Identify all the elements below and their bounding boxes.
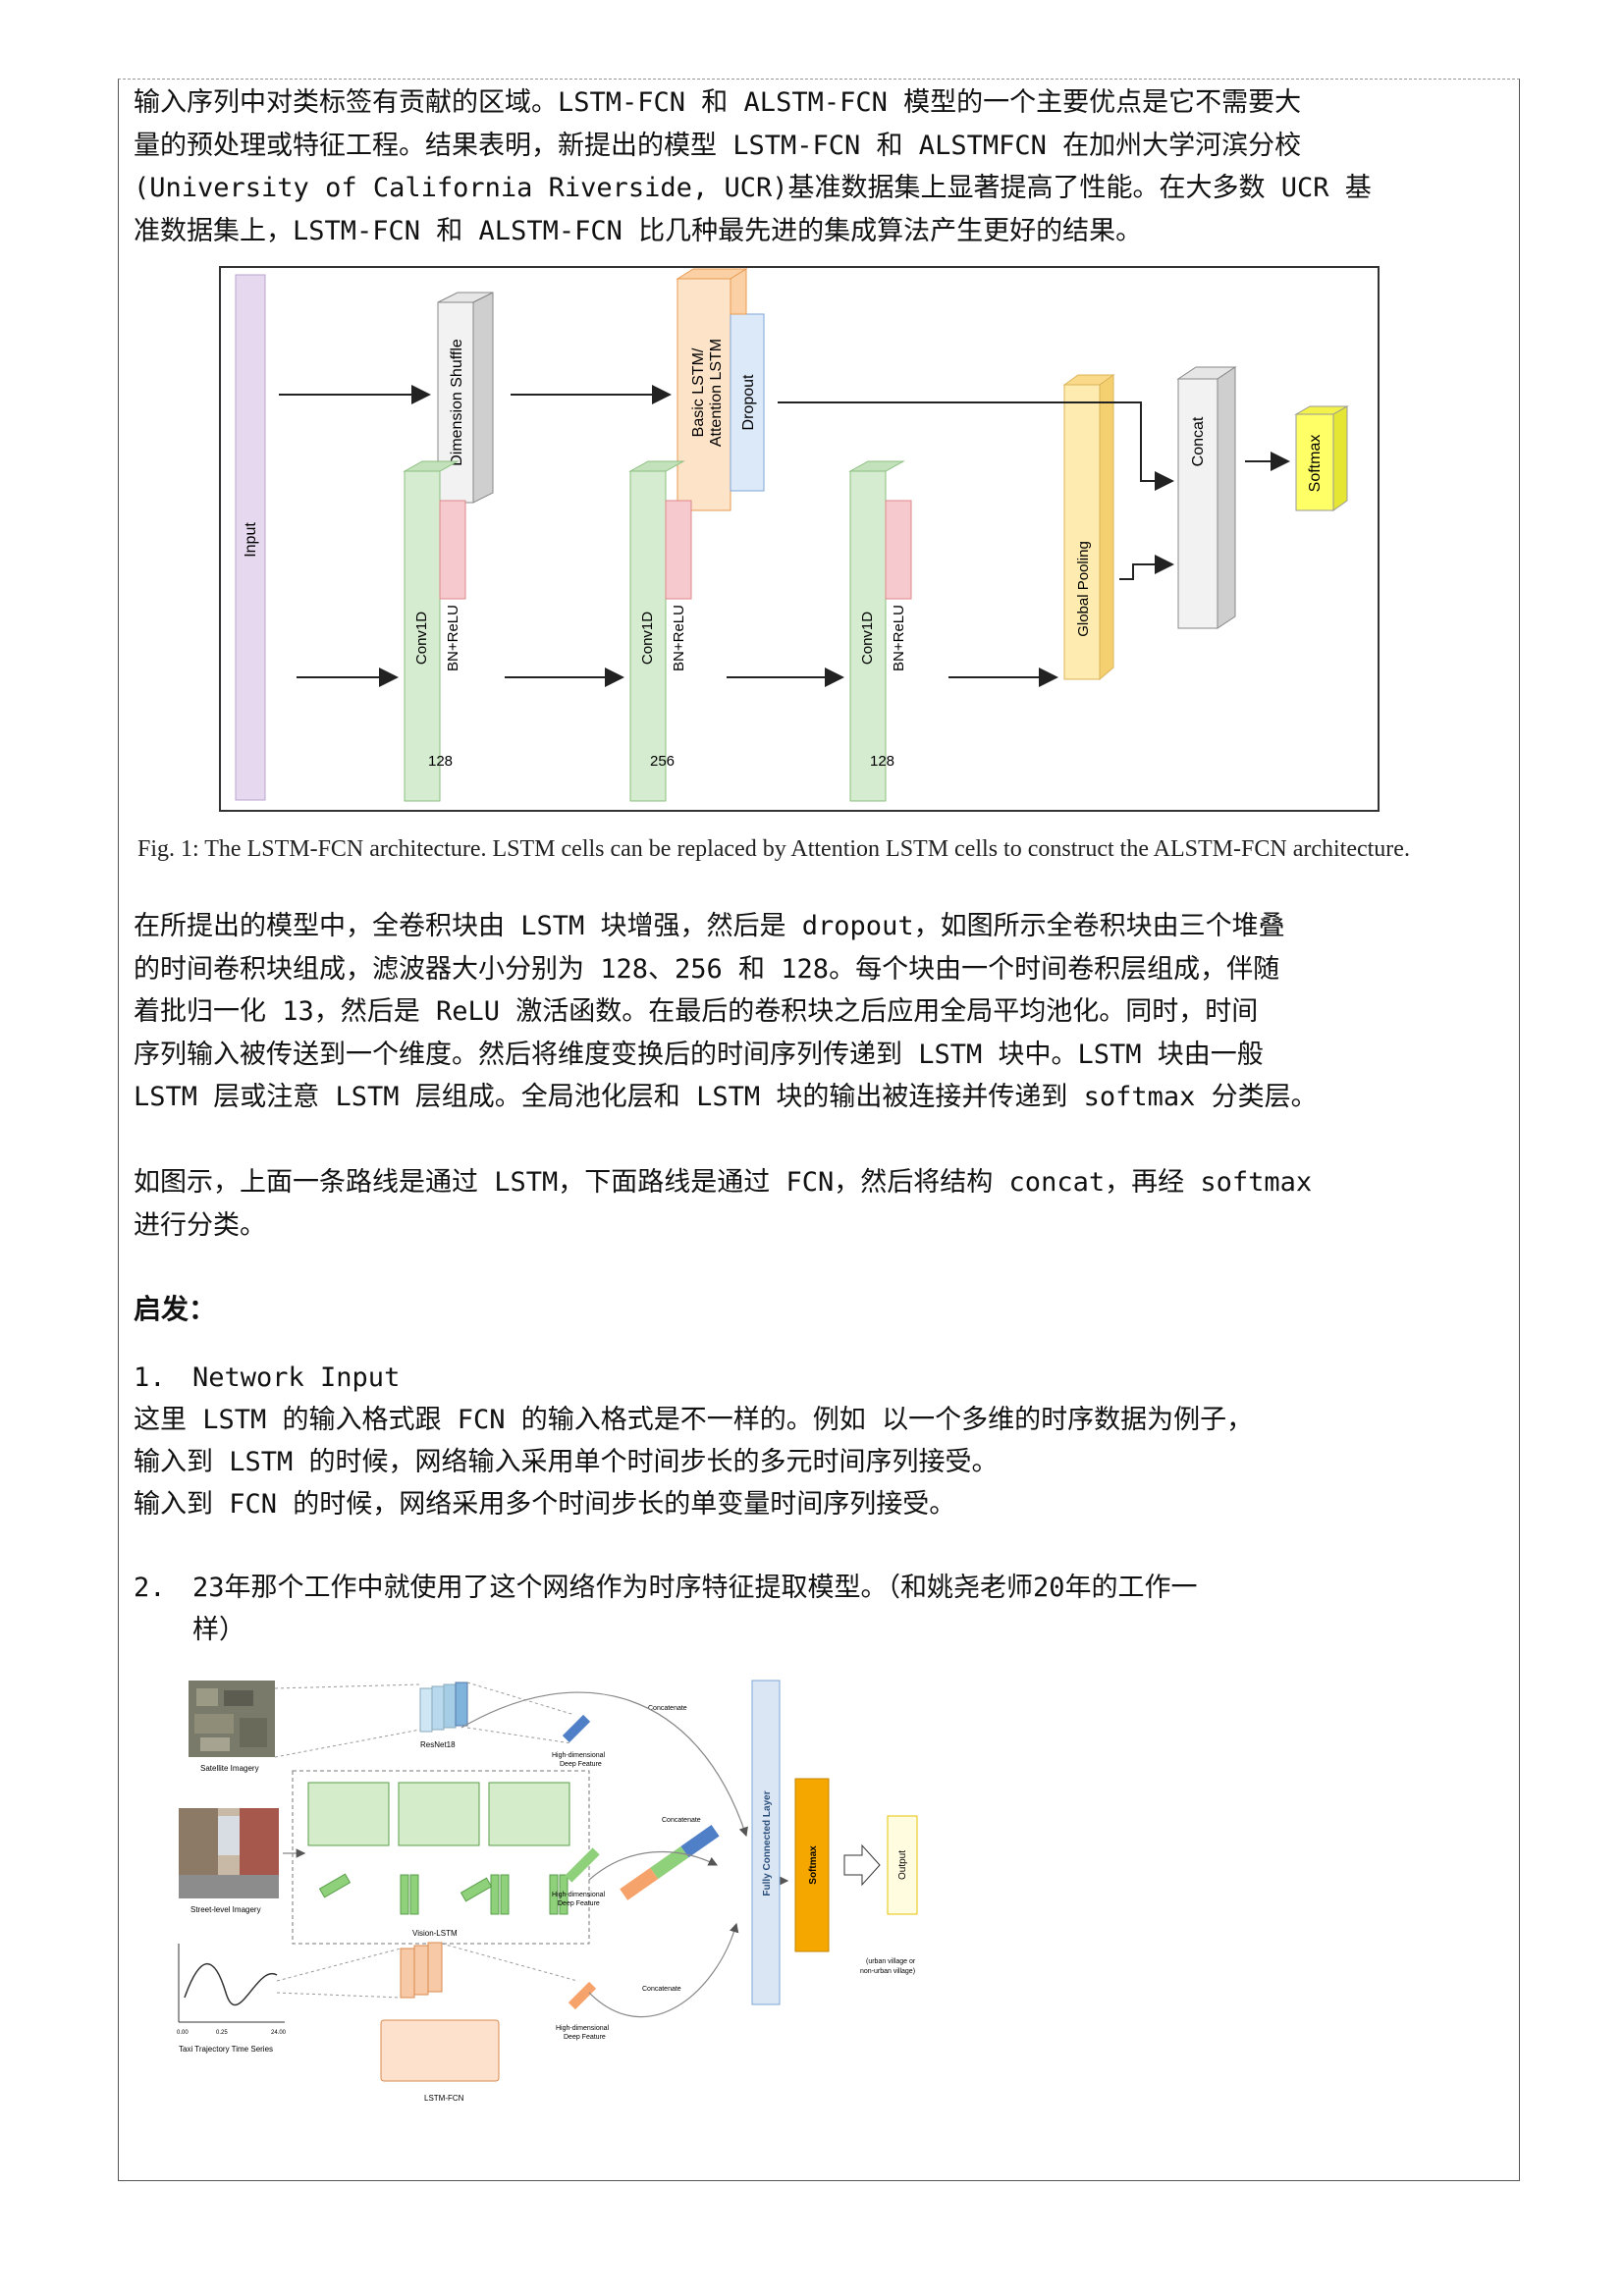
lstm-label-2: Attention LSTM: [708, 339, 725, 447]
concat-block: [1177, 378, 1218, 629]
model-paragraph: 在所提出的模型中，全卷积块由 LSTM 块增强，然后是 dropout，如图所示…: [134, 905, 1508, 1119]
bn-label: BN+ReLU: [445, 605, 461, 671]
bn-label: BN+ReLU: [891, 605, 907, 671]
hd-label-3: High-dimensional: [556, 2025, 610, 2032]
item-1: 1. Network Input 这里 LSTM 的输入格式跟 FCN 的输入格式…: [134, 1357, 1253, 1525]
concat-bottom: Concatenate: [642, 1986, 681, 1993]
tick-1: 0.25: [216, 2030, 228, 2036]
intro-line: 准数据集上，LSTM-FCN 和 ALSTM-FCN 比几种最先进的集成算法产生…: [134, 215, 1143, 246]
shuffle-label: Dimension Shuffle: [449, 339, 465, 466]
concat-vector: [620, 1825, 720, 1900]
conv-block-1: Conv1D BN+ReLU 128: [403, 460, 466, 802]
pipeline-figure: Satellite Imagery Street-level Imagery R…: [177, 1680, 918, 2103]
conv-label: Conv1D: [413, 612, 430, 665]
df-label-3: Deep Feature: [564, 2034, 606, 2041]
conv-block-2: Conv1D BN+ReLU 256: [628, 460, 692, 802]
item-line: 这里 LSTM 的输入格式跟 FCN 的输入格式是不一样的。例如 以一个多维的时…: [134, 1405, 1254, 1435]
softmax-layer: [794, 1778, 830, 1952]
lstm-label-1: Basic LSTM/: [690, 347, 707, 437]
model-line: 在所提出的模型中，全卷积块由 LSTM 块增强，然后是 dropout，如图所示…: [134, 911, 1285, 941]
model-line: 的时间卷积块组成，滤波器大小分别为 128、256 和 128。每个块由一个时间…: [134, 953, 1280, 985]
dropout-label: Dropout: [740, 374, 757, 430]
route-paragraph: 如图示，上面一条路线是通过 LSTM，下面路线是通过 FCN，然后将结构 con…: [134, 1161, 1508, 1247]
model-line: LSTM 层或注意 LSTM 层组成。全局池化层和 LSTM 块的输出被连接并传…: [134, 1082, 1318, 1112]
output-block: [887, 1815, 918, 1915]
df-label: Deep Feature: [560, 1761, 602, 1768]
fully-connected-layer: [751, 1680, 781, 2005]
item-title: Network Input: [192, 1362, 401, 1393]
concat-top: Concatenate: [648, 1705, 687, 1712]
satellite-image: [189, 1681, 275, 1757]
item-number: 2.: [134, 1573, 166, 1603]
route-line: 如图示，上面一条路线是通过 LSTM，下面路线是通过 FCN，然后将结构 con…: [134, 1167, 1313, 1198]
bn-label: BN+ReLU: [671, 605, 687, 671]
softmax-label: Softmax: [1307, 435, 1324, 493]
output-note-1: (urban village or: [866, 1958, 916, 1965]
model-line: 序列输入被传送到一个维度。然后将维度变换后的时间序列传递到 LSTM 块中。LS…: [134, 1039, 1264, 1070]
street-image: [179, 1808, 279, 1898]
route-line: 进行分类。: [134, 1209, 266, 1241]
item-line: 23年那个工作中就使用了这个网络作为时序特征提取模型。（和姚尧老师20年的工作一: [192, 1573, 1198, 1603]
figure1-caption: Fig. 1: The LSTM-FCN architecture. LSTM …: [137, 836, 1410, 862]
concat-mid: Concatenate: [662, 1817, 701, 1824]
global-pooling-block: [1063, 384, 1101, 680]
input-block: [235, 274, 266, 801]
fc-label: Fully Connected Layer: [762, 1790, 773, 1896]
lstm-fcn-cell: [380, 2019, 500, 2082]
vision-lstm-box: [292, 1770, 590, 1945]
filter-size: 128: [870, 753, 894, 770]
resnet-feature: [562, 1714, 591, 1743]
lstm-fcn-conv: [400, 1942, 443, 1999]
conv-block-3: Conv1D BN+ReLU 128: [848, 460, 912, 802]
taxi-label: Taxi Trajectory Time Series: [179, 2045, 273, 2054]
gp-label: Global Pooling: [1075, 541, 1092, 637]
input-label: Input: [243, 522, 259, 558]
vision-feature: [565, 1847, 600, 1883]
intro-line: (University of California Riverside, UCR…: [134, 173, 1372, 203]
conv-label: Conv1D: [859, 612, 876, 665]
output-note-2: non-urban village): [860, 1968, 915, 1975]
softmax-label: Softmax: [808, 1845, 819, 1885]
page-frame: [118, 79, 1520, 2181]
filter-size: 128: [428, 753, 453, 770]
vision-lstm-inputs: [318, 1873, 568, 1915]
hd-label: High-dimensional: [552, 1752, 606, 1759]
vision-lstm-label: Vision-LSTM: [412, 1929, 458, 1938]
softmax-block: [1295, 413, 1334, 511]
dropout-block: [730, 313, 765, 492]
filter-size: 256: [650, 753, 675, 770]
df-label-2: Deep Feature: [558, 1900, 600, 1907]
inspiration-heading: 启发：: [134, 1293, 217, 1325]
resnet-block: [419, 1682, 468, 1733]
resnet-label: ResNet18: [420, 1740, 456, 1749]
satellite-label: Satellite Imagery: [200, 1764, 259, 1773]
output-arrow: [843, 1843, 881, 1887]
item-line: 输入到 FCN 的时候，网络采用多个时间步长的单变量时间序列接受。: [134, 1489, 956, 1520]
tick-0: 0.00: [177, 2030, 189, 2036]
lstm-fcn-feature: [568, 1981, 597, 2010]
lstm-block: [677, 278, 731, 511]
conv-label: Conv1D: [639, 612, 656, 665]
item-2: 2. 23年那个工作中就使用了这个网络作为时序特征提取模型。（和姚尧老师20年的工…: [134, 1567, 1198, 1651]
concat-label: Concat: [1190, 416, 1207, 466]
output-label: Output: [897, 1850, 908, 1880]
intro-line: 量的预处理或特征工程。结果表明，新提出的模型 LSTM-FCN 和 ALSTMF…: [134, 130, 1302, 161]
item-number: 1.: [134, 1362, 166, 1393]
item-line: 样）: [192, 1615, 245, 1645]
taxi-chart: [178, 1944, 285, 2023]
vision-lstm-cells: [307, 1782, 570, 1846]
model-line: 着批归一化 13，然后是 ReLU 激活函数。在最后的卷积块之后应用全局平均池化…: [134, 996, 1259, 1027]
item-line: 输入到 LSTM 的时候，网络输入采用单个时间步长的多元时间序列接受。: [134, 1447, 999, 1477]
street-label: Street-level Imagery: [190, 1905, 261, 1914]
lstm-fcn-figure: Input Dimension Shuffle Basic LSTM/ Atte…: [219, 266, 1380, 812]
lstm-fcn-label: LSTM-FCN: [424, 2094, 464, 2103]
tick-2: 24.00: [271, 2030, 287, 2036]
intro-line: 输入序列中对类标签有贡献的区域。LSTM-FCN 和 ALSTM-FCN 模型的…: [134, 87, 1302, 118]
hd-label-2: High-dimensional: [552, 1892, 606, 1898]
intro-paragraph: 输入序列中对类标签有贡献的区域。LSTM-FCN 和 ALSTM-FCN 模型的…: [134, 81, 1508, 252]
